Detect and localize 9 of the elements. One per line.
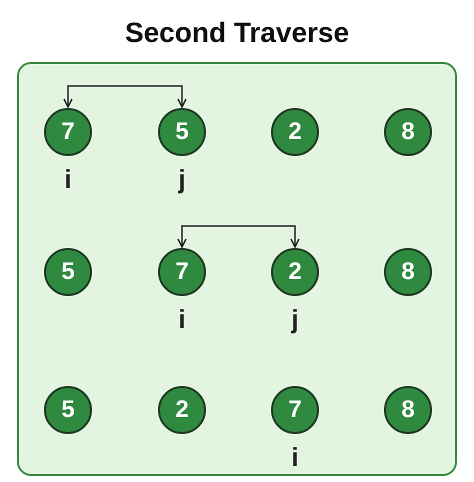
pointer-label: i bbox=[178, 306, 186, 332]
pointer-label: j bbox=[291, 306, 299, 332]
bracket-arrow bbox=[177, 225, 300, 248]
pointer-label: j bbox=[178, 166, 186, 192]
diagram-title: Second Traverse bbox=[124, 16, 350, 50]
pointer-label: i bbox=[64, 166, 72, 192]
bracket-arrow bbox=[63, 85, 187, 108]
panel-background bbox=[17, 62, 457, 476]
pointer-label: i bbox=[291, 444, 299, 470]
